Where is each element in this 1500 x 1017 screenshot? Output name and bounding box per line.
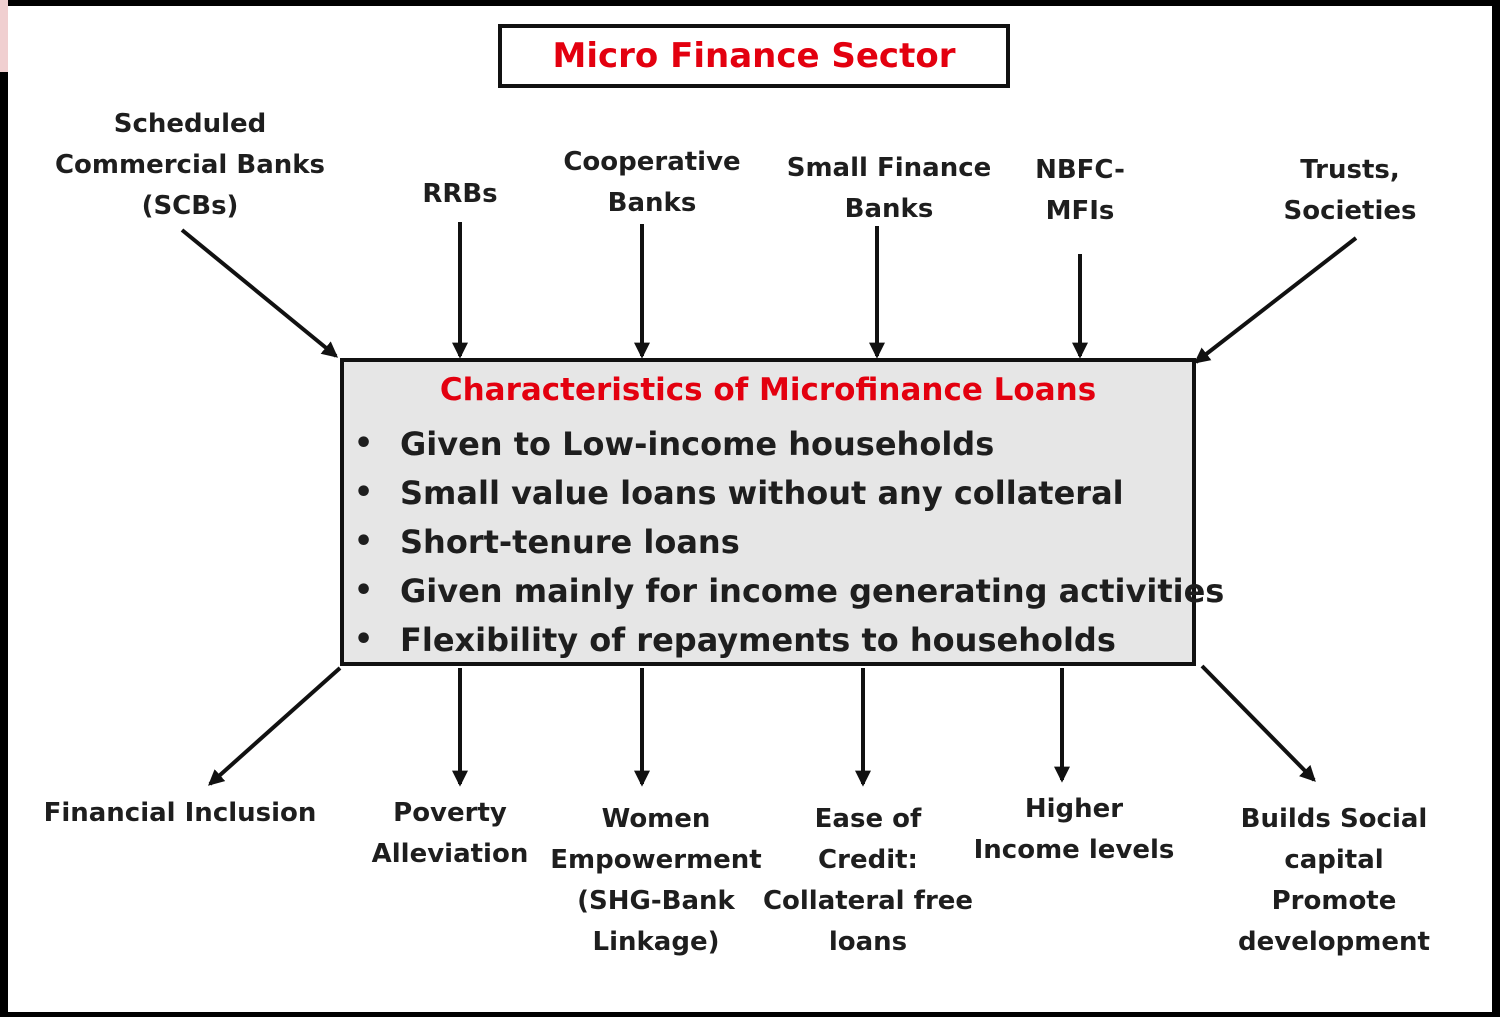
arrow-financial-inclusion: [208, 666, 342, 786]
list-item: • Small value loans without any collater…: [354, 468, 1224, 517]
outcome-social-capital: Builds Social capital Promote developmen…: [1238, 804, 1430, 957]
bullet-icon: •: [354, 426, 374, 461]
bullet-text: Given mainly for income generating activ…: [400, 571, 1225, 610]
list-item: • Short-tenure loans: [354, 517, 1224, 566]
bullet-text: Small value loans without any collateral: [400, 473, 1124, 512]
bullet-icon: •: [354, 524, 374, 559]
diagram-title: Micro Finance Sector: [498, 24, 1010, 88]
source-rrbs: RRBs: [422, 179, 498, 209]
source-cooperative-banks: Cooperative Banks: [563, 147, 741, 218]
list-item: • Given mainly for income generating act…: [354, 566, 1224, 615]
source-small-finance-banks: Small Finance Banks: [786, 153, 992, 224]
characteristics-title: Characteristics of Microfinance Loans: [439, 372, 1097, 408]
list-item: • Flexibility of repayments to household…: [354, 615, 1224, 664]
bullet-icon: •: [354, 573, 374, 608]
arrow-trusts-societies: [1193, 236, 1358, 364]
characteristics-box: Characteristics of Microfinance Loans • …: [340, 358, 1224, 666]
bullet-text: Flexibility of repayments to households: [400, 620, 1116, 659]
window-edge-fragment: [0, 0, 8, 72]
bullet-text: Short-tenure loans: [400, 522, 740, 561]
list-item: • Given to Low-income households: [354, 419, 1224, 468]
outcome-higher-income: Higher Income levels: [973, 794, 1175, 865]
bullet-text: Given to Low-income households: [400, 424, 995, 463]
characteristics-list: • Given to Low-income households • Small…: [354, 419, 1224, 664]
outcome-women-empowerment: Women Empowerment (SHG-Bank Linkage): [550, 804, 762, 957]
source-scbs: Scheduled Commercial Banks (SCBs): [54, 109, 326, 221]
bullet-icon: •: [354, 622, 374, 657]
bullet-icon: •: [354, 475, 374, 510]
outcome-financial-inclusion: Financial Inclusion: [43, 798, 317, 828]
source-trusts-societies: Trusts, Societies: [1283, 155, 1417, 226]
arrow-social-capital: [1200, 664, 1316, 782]
arrow-scbs: [180, 228, 339, 358]
outcome-ease-of-credit: Ease of Credit: Collateral free loans: [762, 804, 974, 957]
source-nbfc-mfis: NBFC- MFIs: [1035, 155, 1125, 226]
outcome-poverty-alleviation: Poverty Alleviation: [371, 798, 529, 869]
